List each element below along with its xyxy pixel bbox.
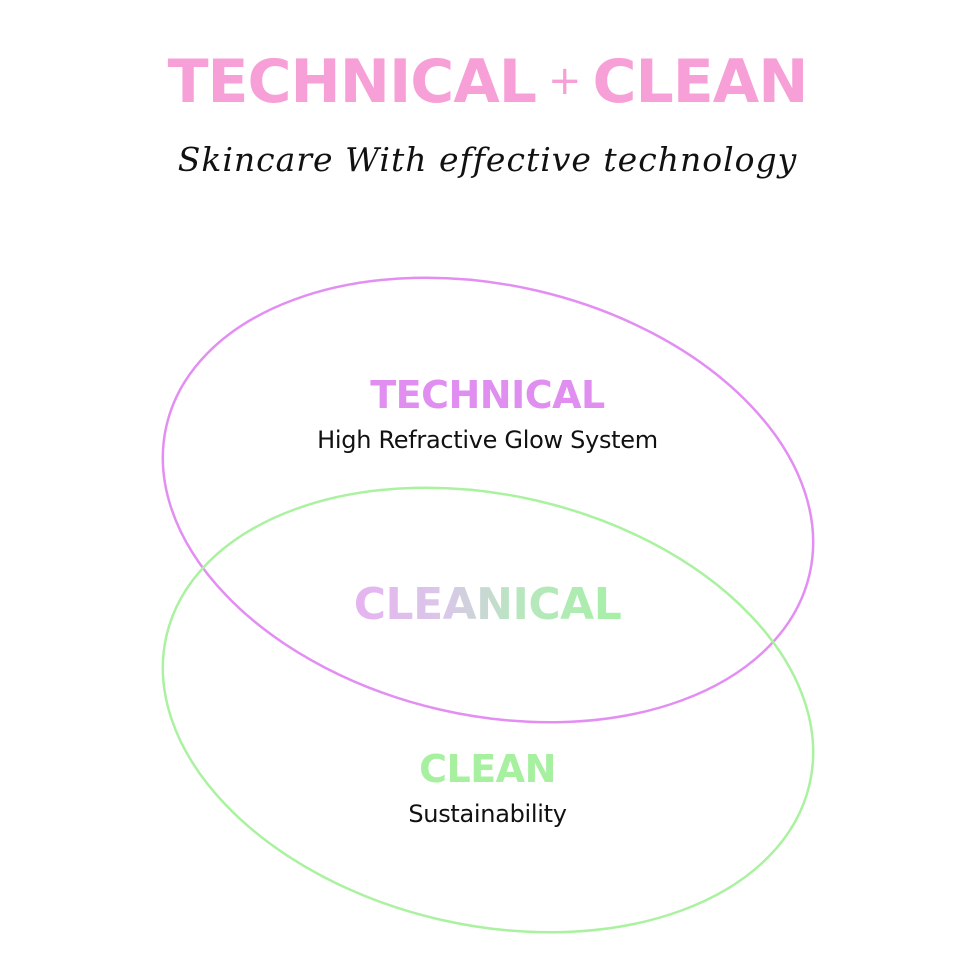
headline: TECHNICAL+CLEAN: [0, 52, 975, 112]
headline-plus: +: [547, 58, 582, 104]
headline-clean: CLEAN: [592, 47, 809, 117]
headline-technical: TECHNICAL: [167, 47, 537, 117]
technical-title: TECHNICAL: [370, 373, 605, 417]
technical-subtitle: High Refractive Glow System: [317, 426, 658, 454]
overlap-title: CLEANICAL: [353, 579, 622, 630]
tagline: Skincare With effective technology: [177, 140, 798, 179]
clean-ellipse: [161, 486, 815, 934]
overlap-title-wrap: CLEANICAL: [0, 583, 975, 627]
clean-title: CLEAN: [419, 747, 556, 791]
technical-ellipse: [161, 276, 815, 724]
clean-subtitle: Sustainability: [408, 800, 567, 828]
